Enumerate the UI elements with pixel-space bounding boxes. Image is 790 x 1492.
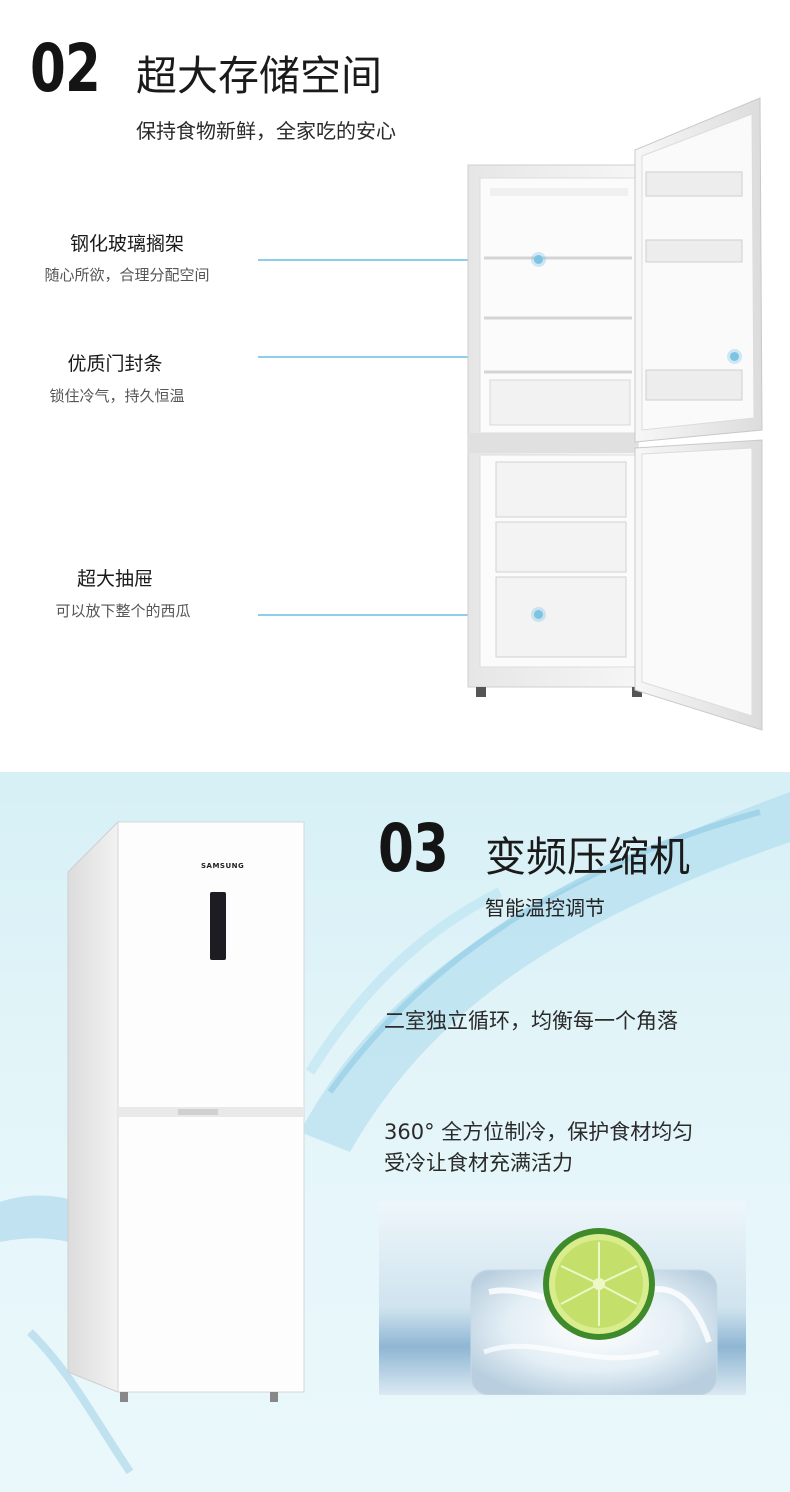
callout-dot-shelf (534, 255, 543, 264)
callout-dot-seal (730, 352, 739, 361)
section-subtitle: 智能温控调节 (485, 896, 605, 920)
open-fridge-image (467, 97, 763, 731)
feature-text-cooling-line2: 受冷让食材充满活力 (384, 1151, 573, 1175)
closed-fridge-image (67, 820, 305, 1402)
callout-dot-drawer (534, 610, 543, 619)
brand-logo: SAMSUNG (201, 862, 245, 870)
feature-seal-title: 优质门封条 (67, 353, 163, 375)
section-title: 超大存储空间 (136, 52, 382, 100)
feature-text-circulation: 二室独立循环，均衡每一个角落 (384, 1009, 678, 1033)
feature-shelf-desc: 随心所欲，合理分配空间 (44, 266, 210, 284)
feature-text-cooling-line1: 360° 全方位制冷，保护食材均匀 (384, 1120, 694, 1144)
callout-line-drawer (258, 614, 538, 616)
section-title: 变频压缩机 (485, 833, 690, 881)
ice-lime-photo (379, 1202, 746, 1395)
feature-shelf-title: 钢化玻璃搁架 (69, 233, 184, 255)
section-number: 03 (378, 810, 449, 887)
callout-line-shelf (258, 259, 538, 261)
feature-drawer-title: 超大抽屉 (76, 568, 153, 590)
feature-drawer-desc: 可以放下整个的西瓜 (55, 602, 191, 620)
compressor-section: SAMSUNG 03 变频压缩机 智能温控调节 二室独立循环，均衡每一个角落 3… (0, 772, 790, 1492)
storage-section: 02 超大存储空间 保持食物新鲜，全家吃的安心 钢化玻璃搁架 随心所欲，合理分配… (30, 30, 763, 731)
section-subtitle: 保持食物新鲜，全家吃的安心 (136, 119, 396, 143)
section-number: 02 (30, 30, 101, 107)
feature-seal-desc: 锁住冷气，持久恒温 (49, 387, 185, 405)
